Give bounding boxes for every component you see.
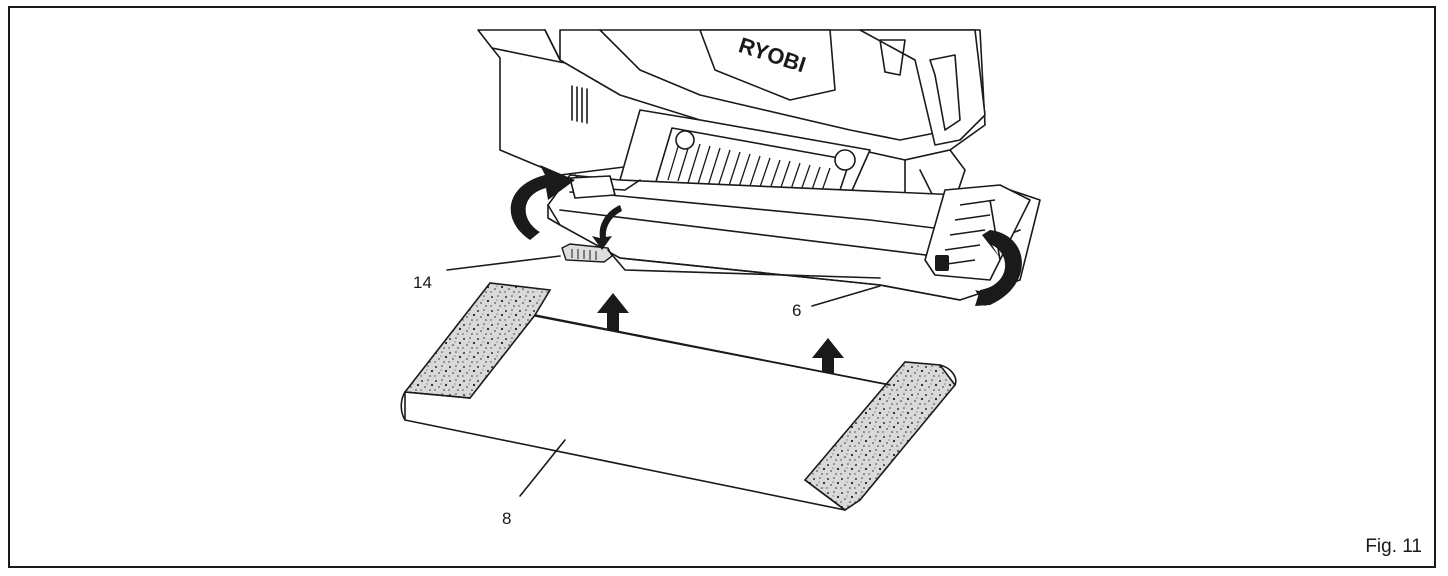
up-arrow-right	[812, 338, 844, 398]
callout-8: 8	[502, 509, 511, 528]
curved-arrow-right	[975, 230, 1022, 306]
curved-arrow-small	[592, 205, 622, 250]
base-plate	[547, 174, 1041, 301]
callout-14: 14	[413, 273, 432, 292]
leader-lines	[446, 255, 881, 497]
figure-label: Fig. 11	[1365, 536, 1422, 557]
sanding-sheet	[400, 282, 957, 511]
side-vent	[571, 85, 588, 124]
curved-arrow-left	[510, 165, 575, 240]
clamp-lever	[561, 243, 881, 279]
callout-6: 6	[792, 301, 801, 320]
up-arrow-left	[597, 293, 629, 355]
sander-body: RYOBI	[477, 29, 986, 231]
